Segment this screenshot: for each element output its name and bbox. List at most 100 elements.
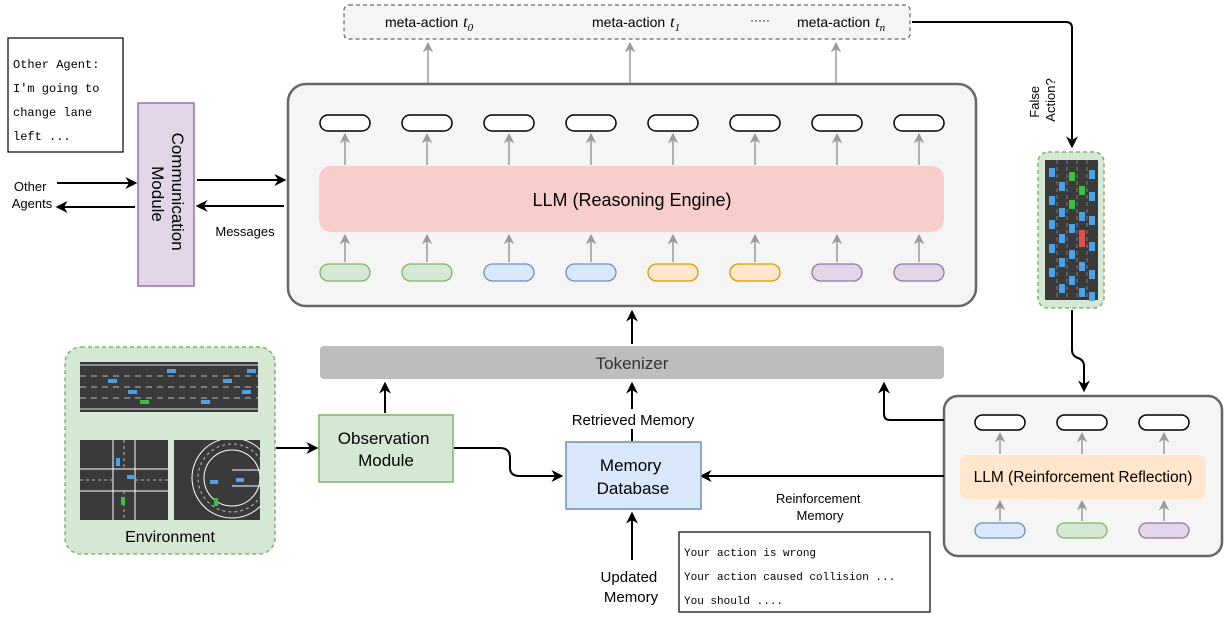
input-tokens <box>319 263 945 282</box>
input-token <box>565 263 617 282</box>
output-token <box>483 114 535 132</box>
reflection-to-tokenizer-arrow <box>878 381 944 421</box>
traffic-snapshot-cars <box>1049 160 1095 301</box>
reinforcement-memory-label: Reinforcement Memory <box>776 491 864 523</box>
llm-reasoning-engine-label: LLM (Reasoning Engine) <box>532 190 731 210</box>
input-token <box>483 263 535 282</box>
car <box>1059 258 1065 267</box>
false-action-arrow <box>912 21 1078 149</box>
llm-reinforcement-reflection-label: LLM (Reinforcement Reflection) <box>974 469 1193 486</box>
car <box>1079 186 1085 195</box>
reflection-input-tokens <box>974 522 1190 539</box>
output-token <box>565 114 617 132</box>
observation-to-memory-arrow <box>454 447 564 482</box>
updated-memory-label: Updated Memory <box>601 569 662 606</box>
memory-database <box>565 441 702 510</box>
car <box>1079 288 1085 297</box>
communication-module <box>137 102 195 287</box>
car <box>1089 292 1095 301</box>
observation-module <box>318 414 454 483</box>
input-token <box>729 263 781 282</box>
output-token <box>401 114 453 132</box>
observation-module-label: Observation Module <box>338 429 434 470</box>
car <box>1079 230 1085 239</box>
car <box>1089 170 1095 179</box>
car <box>1069 276 1075 285</box>
car <box>1069 224 1075 233</box>
car <box>1059 182 1065 191</box>
agent-note-line: Other Agent: <box>13 58 99 72</box>
feedback-note-line: Your action caused collision ... <box>684 572 895 584</box>
tokenizer <box>320 346 944 379</box>
reflection-output-token <box>1056 414 1108 431</box>
car <box>1079 238 1085 247</box>
car <box>1069 250 1075 259</box>
output-token <box>729 114 781 132</box>
input-token <box>401 263 453 282</box>
car <box>1049 268 1055 277</box>
meta-action-ellipsis: ····· <box>750 13 770 27</box>
output-tokens <box>319 114 945 132</box>
car <box>1069 200 1075 209</box>
other-agent-note <box>7 37 124 153</box>
meta-action-arrows <box>422 41 842 84</box>
agent-note-line: left ... <box>13 130 71 144</box>
car <box>1079 262 1085 271</box>
car <box>1089 242 1095 251</box>
car <box>1049 220 1055 229</box>
car <box>1089 270 1095 279</box>
intersection-scene <box>80 440 168 520</box>
communication-module-label: Communication Module <box>148 133 187 256</box>
meta-action-bar <box>343 4 911 40</box>
false-action-label: False Action? <box>1027 78 1058 121</box>
other-agents-arrows <box>55 174 287 213</box>
reflection-input-arrows <box>994 499 1170 521</box>
tokenizer-label: Tokenizer <box>596 354 669 373</box>
car <box>1089 192 1095 201</box>
output-token <box>893 114 945 132</box>
input-token <box>319 263 371 282</box>
reflection-input-token <box>974 522 1026 539</box>
output-token <box>647 114 699 132</box>
feedback-note-line: Your action is wrong <box>684 548 816 560</box>
retrieved-memory-label: Retrieved Memory <box>572 412 695 429</box>
car <box>1069 172 1075 181</box>
car <box>1049 244 1055 253</box>
reflection-output-token <box>974 414 1026 431</box>
llm-reasoning-engine <box>319 166 944 232</box>
feedback-note <box>678 531 931 613</box>
input-token <box>811 263 863 282</box>
input-token <box>647 263 699 282</box>
output-token <box>811 114 863 132</box>
reflection-input-token <box>1056 522 1108 539</box>
other-agents-label: Other Agents <box>12 179 53 211</box>
messages-label: Messages <box>215 224 275 239</box>
output-token <box>319 114 371 132</box>
car <box>1089 216 1095 225</box>
reflection-output-arrows <box>994 431 1170 454</box>
feedback-note-line: You should .... <box>684 596 783 608</box>
roundabout-scene <box>174 440 260 520</box>
reflection-output-tokens <box>974 414 1190 431</box>
memory-database-label: Memory Database <box>597 456 670 498</box>
car <box>1059 234 1065 243</box>
car <box>1079 212 1085 221</box>
llm-input-arrows <box>339 233 925 262</box>
car <box>1049 196 1055 205</box>
agent-note-line: change lane <box>13 106 92 120</box>
highway-scene <box>80 362 258 412</box>
car <box>1049 168 1055 177</box>
reflection-output-token <box>1138 414 1190 431</box>
llm-output-arrows <box>339 132 925 165</box>
reflection-input-token <box>1138 522 1190 539</box>
car <box>1059 284 1065 293</box>
snapshot-to-reflection-arrow <box>1071 310 1090 393</box>
input-token <box>893 263 945 282</box>
